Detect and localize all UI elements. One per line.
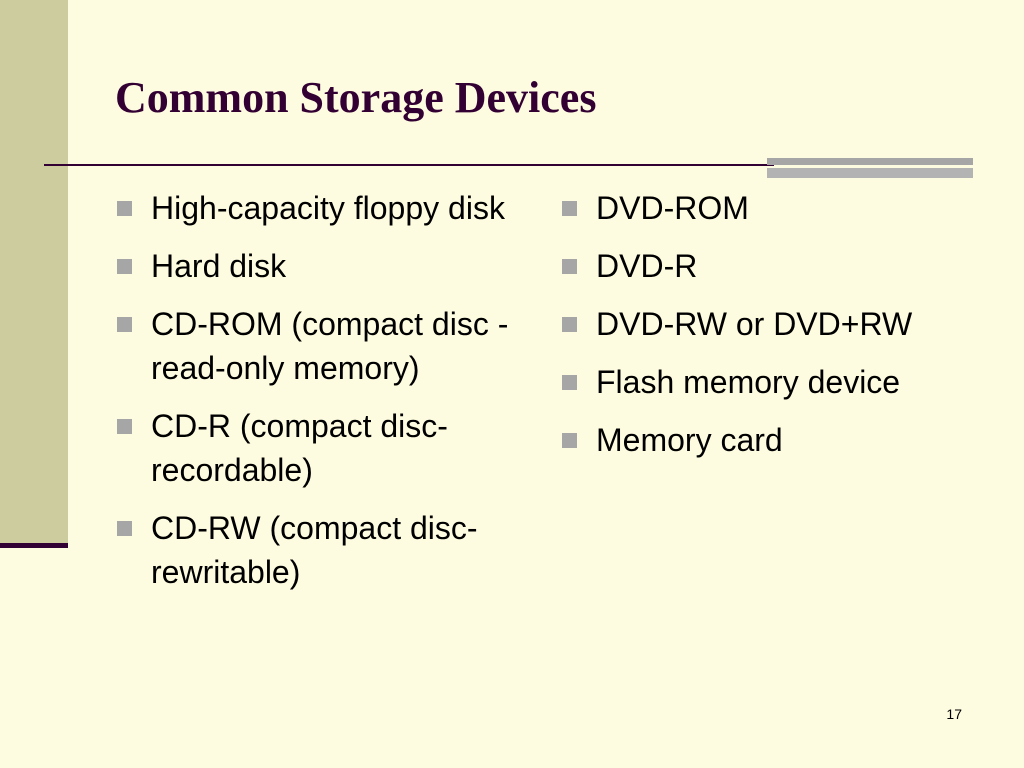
list-item-label: CD-ROM (compact disc - read-only memory): [151, 306, 509, 386]
list-item: DVD-R: [561, 244, 981, 288]
list-item-label: CD-R (compact disc-recordable): [151, 408, 448, 488]
right-bullet-list: DVD-ROM DVD-R DVD-RW or DVD+RW Flash mem…: [561, 186, 981, 476]
list-item-label: Memory card: [596, 422, 783, 458]
list-item-label: Hard disk: [151, 248, 287, 284]
title-divider: [44, 164, 774, 166]
square-bullet-icon: [562, 317, 577, 332]
list-item: CD-ROM (compact disc - read-only memory): [116, 302, 514, 390]
list-item-label: DVD-RW or DVD+RW: [596, 306, 913, 342]
left-bullet-list: High-capacity floppy disk Hard disk CD-R…: [116, 186, 514, 608]
list-item: High-capacity floppy disk: [116, 186, 514, 230]
list-item: Memory card: [561, 418, 981, 462]
list-item: DVD-ROM: [561, 186, 981, 230]
list-item-label: DVD-R: [596, 248, 698, 284]
square-bullet-icon: [562, 201, 577, 216]
slide-page-number: 17: [946, 706, 962, 722]
square-bullet-icon: [117, 201, 132, 216]
decorative-gray-bar-bottom: [767, 168, 973, 178]
square-bullet-icon: [117, 419, 132, 434]
list-item-label: CD-RW (compact disc-rewritable): [151, 510, 478, 590]
list-item-label: High-capacity floppy disk: [151, 190, 505, 226]
decorative-gray-bar-top: [767, 158, 973, 165]
list-item: DVD-RW or DVD+RW: [561, 302, 981, 346]
list-item: CD-RW (compact disc-rewritable): [116, 506, 514, 594]
list-item-label: DVD-ROM: [596, 190, 749, 226]
list-item: Flash memory device: [561, 360, 981, 404]
square-bullet-icon: [117, 259, 132, 274]
list-item-label: Flash memory device: [596, 364, 901, 400]
left-accent-rule: [0, 543, 68, 548]
square-bullet-icon: [117, 317, 132, 332]
square-bullet-icon: [117, 521, 132, 536]
square-bullet-icon: [562, 375, 577, 390]
list-item: Hard disk: [116, 244, 514, 288]
left-accent-band: [0, 0, 68, 543]
list-item: CD-R (compact disc-recordable): [116, 404, 514, 492]
square-bullet-icon: [562, 433, 577, 448]
slide-title: Common Storage Devices: [115, 73, 597, 122]
square-bullet-icon: [562, 259, 577, 274]
